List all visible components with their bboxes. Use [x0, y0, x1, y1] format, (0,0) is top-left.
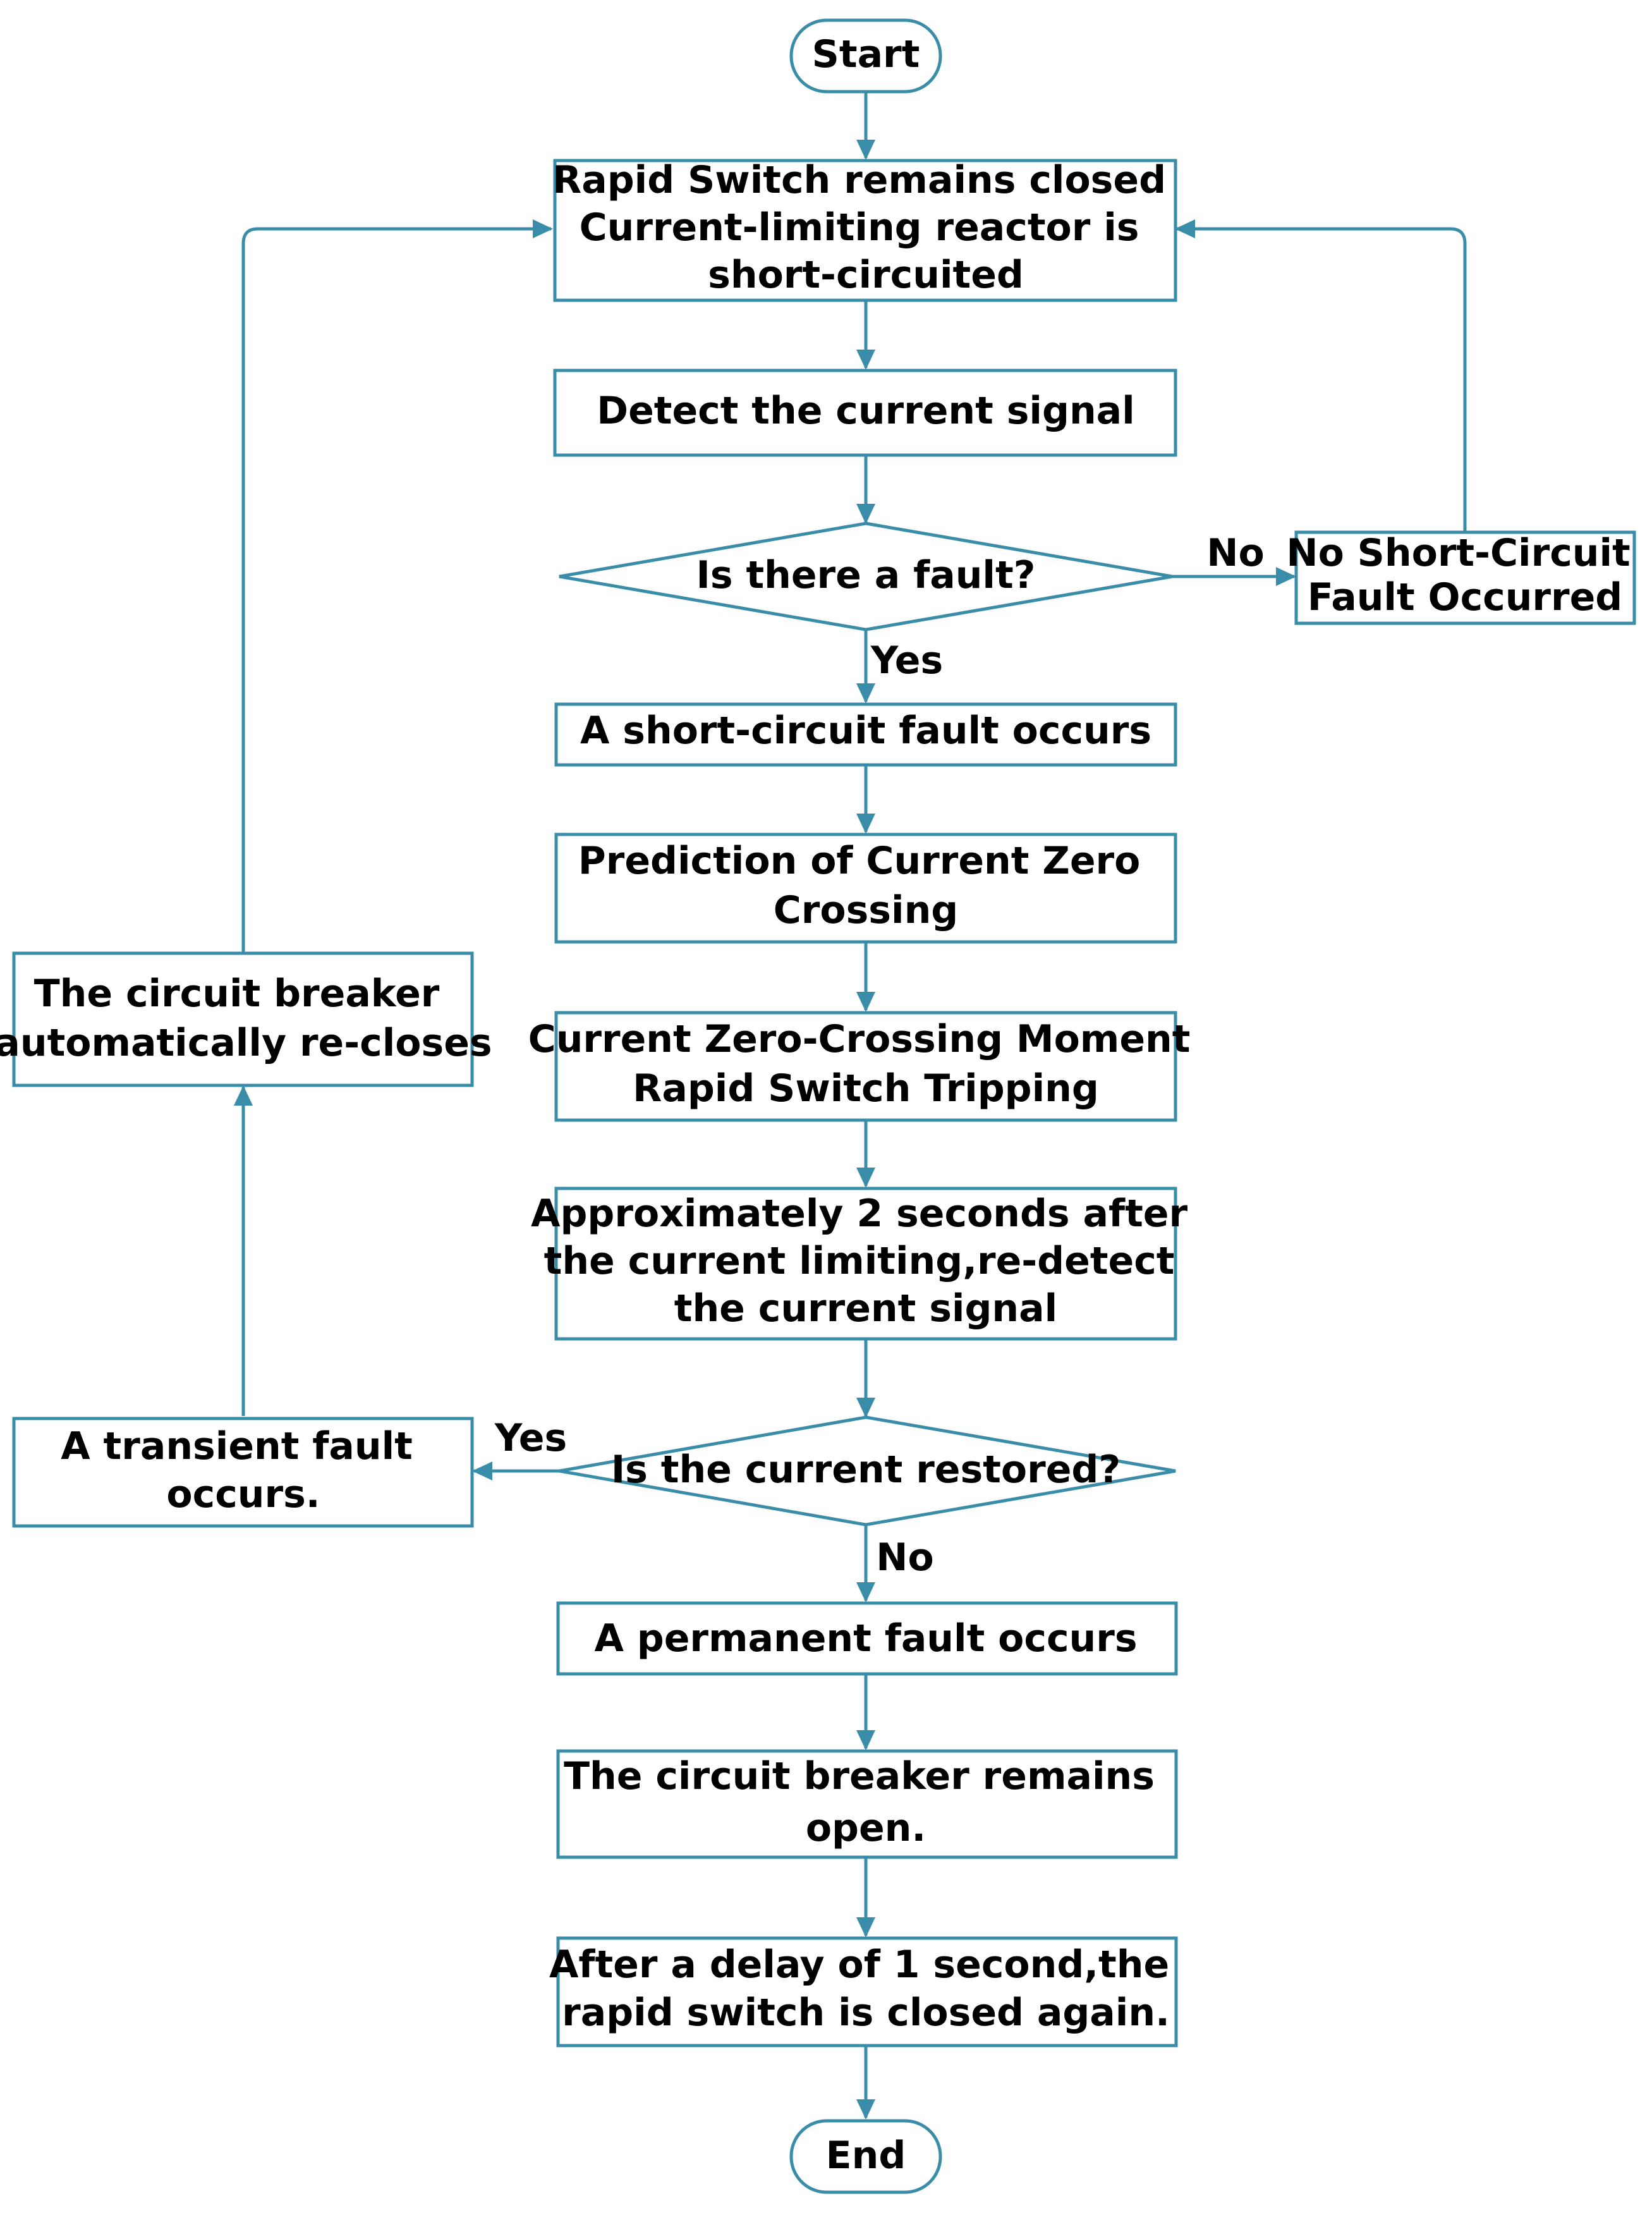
decision-restored	[559, 1415, 1176, 1527]
redetect-label: Approximately 2 seconds after the curren…	[531, 1192, 1201, 1331]
process-permanent	[556, 1601, 1178, 1676]
detect-label: Detect the current signal	[597, 389, 1134, 433]
process-prediction	[554, 833, 1177, 944]
no-fault-label: No Short-Circuit Fault Occurred	[1286, 531, 1643, 619]
arrowhead-redetect	[856, 1168, 875, 1188]
arrowhead-detect	[856, 350, 875, 370]
closed-label: Rapid Switch remains closed Current-limi…	[552, 158, 1179, 297]
process-recloses	[12, 951, 474, 1087]
arrowhead-restored-decision	[856, 1398, 875, 1418]
edge-no-fault-back-to-closed	[1177, 227, 1467, 532]
restored-yes-label: Yes	[494, 1416, 567, 1460]
process-remains-open	[556, 1749, 1178, 1859]
end-terminal	[789, 2119, 942, 2194]
fault-no-label: No	[1206, 531, 1264, 575]
restored-decision-label: Is the current restored?	[611, 1448, 1121, 1492]
end-label: End	[826, 2133, 906, 2178]
process-no-fault	[1294, 530, 1636, 625]
remains-open-label: The circuit breaker remains open.	[564, 1754, 1168, 1850]
arrowhead-transient	[472, 1461, 492, 1480]
process-delay	[556, 1936, 1178, 2047]
arrowhead-fault-decision	[856, 504, 875, 524]
process-redetect	[554, 1187, 1177, 1341]
arrowhead-permanent	[856, 1582, 875, 1602]
process-transient	[12, 1417, 474, 1528]
arrowhead-closed-right	[1175, 219, 1195, 238]
arrowhead-closed	[856, 140, 875, 160]
process-closed	[553, 159, 1177, 302]
arrowhead-closed-left	[533, 219, 553, 238]
start-label: Start	[812, 32, 920, 76]
permanent-label: A permanent fault occurs	[594, 1616, 1137, 1661]
arrowhead-prediction	[856, 814, 875, 834]
process-zero-crossing	[554, 1011, 1177, 1122]
delay-label: After a delay of 1 second,the rapid swit…	[549, 1943, 1182, 2035]
arrowhead-short-circuit	[856, 683, 875, 704]
arrowhead-no-fault	[1276, 567, 1296, 586]
process-detect	[553, 369, 1177, 457]
arrowhead-recloses	[234, 1085, 253, 1106]
arrowhead-end	[856, 2099, 875, 2120]
arrowhead-delay	[856, 1917, 875, 1937]
prediction-label: Prediction of Current Zero Crossing	[578, 839, 1153, 932]
transient-label: A transient fault occurs.	[61, 1424, 426, 1516]
process-short-circuit	[554, 702, 1177, 767]
start-terminal	[789, 18, 942, 94]
fault-decision-label: Is there a fault?	[696, 553, 1036, 597]
arrowhead-zero-crossing	[856, 992, 875, 1012]
recloses-label: The circuit breaker automatically re-clo…	[0, 972, 492, 1065]
zero-crossing-label: Current Zero-Crossing Moment Rapid Switc…	[528, 1017, 1204, 1111]
restored-no-label: No	[876, 1535, 933, 1580]
fault-yes-label: Yes	[870, 638, 943, 683]
edge-recloses-back-to-closed	[241, 227, 551, 952]
arrowhead-remains-open	[856, 1730, 875, 1750]
short-circuit-label: A short-circuit fault occurs	[580, 709, 1151, 753]
decision-fault	[559, 522, 1173, 632]
